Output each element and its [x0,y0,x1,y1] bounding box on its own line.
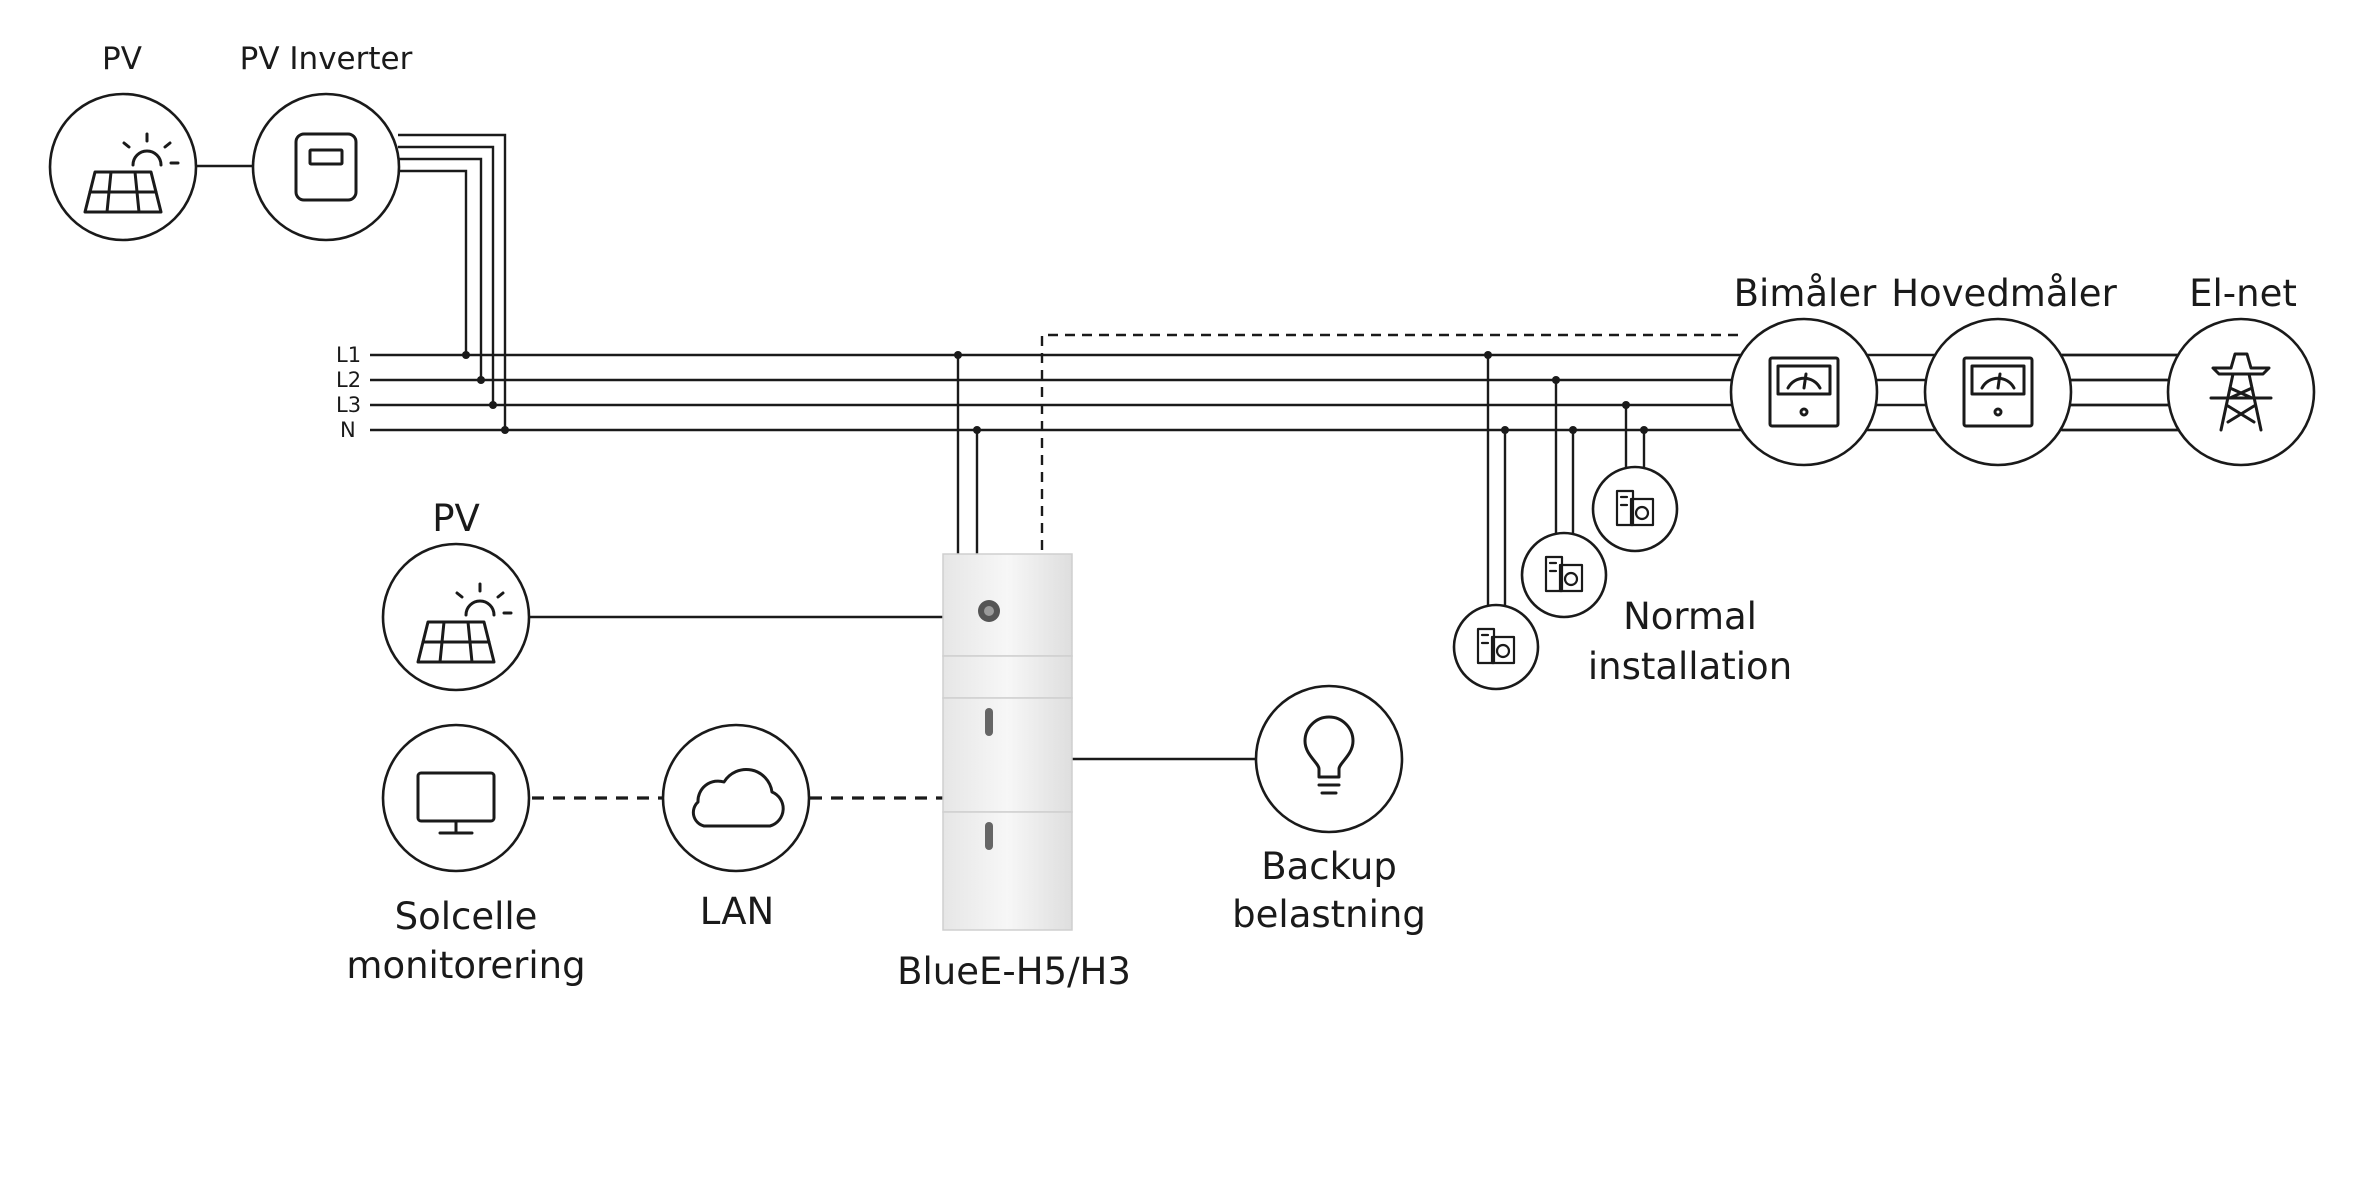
bus-label-l2: L2 [336,368,361,392]
normal-installation-drops [1484,351,1648,610]
appliance-node-3 [1591,465,1679,553]
bus-label-n: N [340,418,356,442]
normal-installation-label-line2: installation [1588,645,1792,688]
battery-spacer-module [942,655,1073,699]
pv-left-node: PV [381,497,531,692]
pv-inverter-label: PV Inverter [240,41,413,77]
battery-feed-lines [954,333,1745,555]
pv-top-label: PV [102,41,142,77]
backup-label-line1: Backup [1261,845,1397,888]
lan-node: LAN [661,723,811,933]
pylon-icon [2209,352,2273,432]
inverter-feed-lines [398,133,509,434]
sub-meter-label: Bimåler [1734,272,1877,315]
meter-icon [1962,356,2034,428]
main-meter-label: Hovedmåler [1891,272,2117,315]
pv-left-label: PV [432,497,480,540]
appliance-icon [1544,555,1584,593]
inverter-icon [294,132,358,202]
monitoring-label-line2: monitorering [346,944,585,987]
battery-unit: BlueE-H5/H3 [897,553,1131,993]
normal-installation-group: Normal installation [1452,465,1792,691]
monitor-icon [416,771,496,835]
pv-inverter-node: PV Inverter [240,41,413,242]
pv-top-node: PV [48,41,198,242]
monitoring-label-line1: Solcelle [395,895,538,938]
battery-module-1 [942,697,1073,813]
main-meter-node: Hovedmåler [1891,272,2118,467]
appliance-icon [1476,627,1516,665]
light-bulb-icon [1303,715,1355,795]
sub-meter-node: Bimåler [1729,272,1879,467]
grid-node: El-net [2166,272,2316,467]
grid-label: El-net [2189,272,2297,315]
backup-label-line2: belastning [1232,893,1426,936]
battery-label: BlueE-H5/H3 [897,950,1131,993]
battery-module-2 [942,811,1073,931]
appliance-node-2 [1520,531,1608,619]
cloud-icon [691,768,785,828]
meter-icon [1768,356,1840,428]
normal-installation-label-line1: Normal [1623,595,1757,638]
battery-inverter-module [942,553,1073,657]
monitoring-node: Solcelle monitorering [346,723,586,987]
backup-node: Backup belastning [1232,684,1426,936]
lan-label: LAN [700,890,774,933]
solar-panel-icon [83,132,180,214]
solar-panel-icon [416,582,513,664]
appliance-node-1 [1452,603,1540,691]
appliance-icon [1615,489,1655,527]
bus-lines: L1 L2 L3 N [336,343,2178,442]
bus-label-l3: L3 [336,393,361,417]
bus-label-l1: L1 [336,343,361,367]
